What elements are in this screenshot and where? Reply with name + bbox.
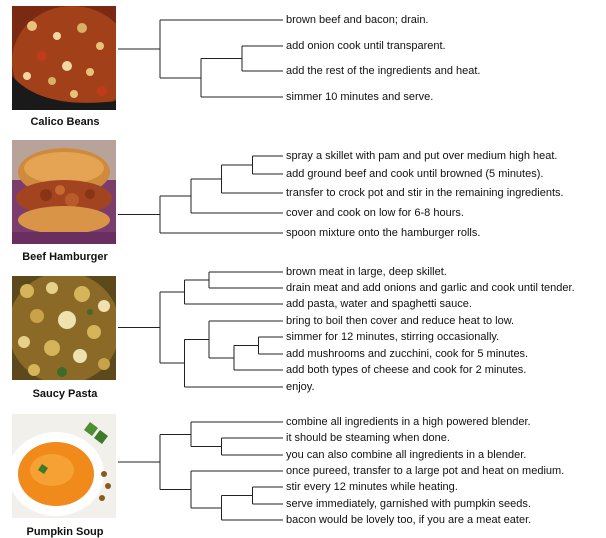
recipe-title: Saucy Pasta	[32, 388, 98, 400]
recipe-step: simmer for 12 minutes, stirring occasion…	[286, 331, 500, 343]
recipe-step: spoon mixture onto the hamburger rolls.	[286, 227, 481, 239]
recipe-step: simmer 10 minutes and serve.	[286, 91, 434, 103]
recipe-step: add the rest of the ingredients and heat…	[286, 65, 481, 77]
recipe-step: once pureed, transfer to a large pot and…	[286, 465, 565, 477]
recipe-step: cover and cook on low for 6-8 hours.	[286, 207, 464, 219]
recipe-title: Pumpkin Soup	[26, 526, 104, 538]
recipe-step: brown meat in large, deep skillet.	[286, 266, 447, 278]
recipe-step: bacon would be lovely too, if you are a …	[286, 514, 532, 526]
recipe-step: you can also combine all ingredients in …	[286, 449, 527, 461]
recipe-step: add both types of cheese and cook for 2 …	[286, 364, 527, 376]
recipe-step: bring to boil then cover and reduce heat…	[286, 315, 515, 327]
pumpkin-soup-photo	[12, 414, 116, 518]
recipe-step: add mushrooms and zucchini, cook for 5 m…	[286, 348, 529, 360]
calico-beans-photo	[12, 6, 116, 110]
recipe-step: spray a skillet with pam and put over me…	[286, 150, 558, 162]
recipe-step: add pasta, water and spaghetti sauce.	[286, 298, 472, 310]
recipe-step: stir every 12 minutes while heating.	[286, 481, 458, 493]
recipe-title: Calico Beans	[30, 116, 100, 128]
saucy-pasta-photo	[12, 276, 116, 380]
recipe-step: it should be steaming when done.	[286, 432, 450, 444]
recipe-step: enjoy.	[286, 381, 315, 393]
recipe-step: transfer to crock pot and stir in the re…	[286, 187, 564, 199]
recipe-title: Beef Hamburger	[22, 251, 108, 263]
recipe-step: add ground beef and cook until browned (…	[286, 168, 544, 180]
beef-hamburger-photo	[12, 140, 116, 244]
recipe-step: drain meat and add onions and garlic and…	[286, 282, 575, 294]
recipe-step: serve immediately, garnished with pumpki…	[286, 498, 531, 510]
recipe-step: add onion cook until transparent.	[286, 40, 446, 52]
recipe-step: brown beef and bacon; drain.	[286, 14, 429, 26]
recipe-step: combine all ingredients in a high powere…	[286, 416, 531, 428]
